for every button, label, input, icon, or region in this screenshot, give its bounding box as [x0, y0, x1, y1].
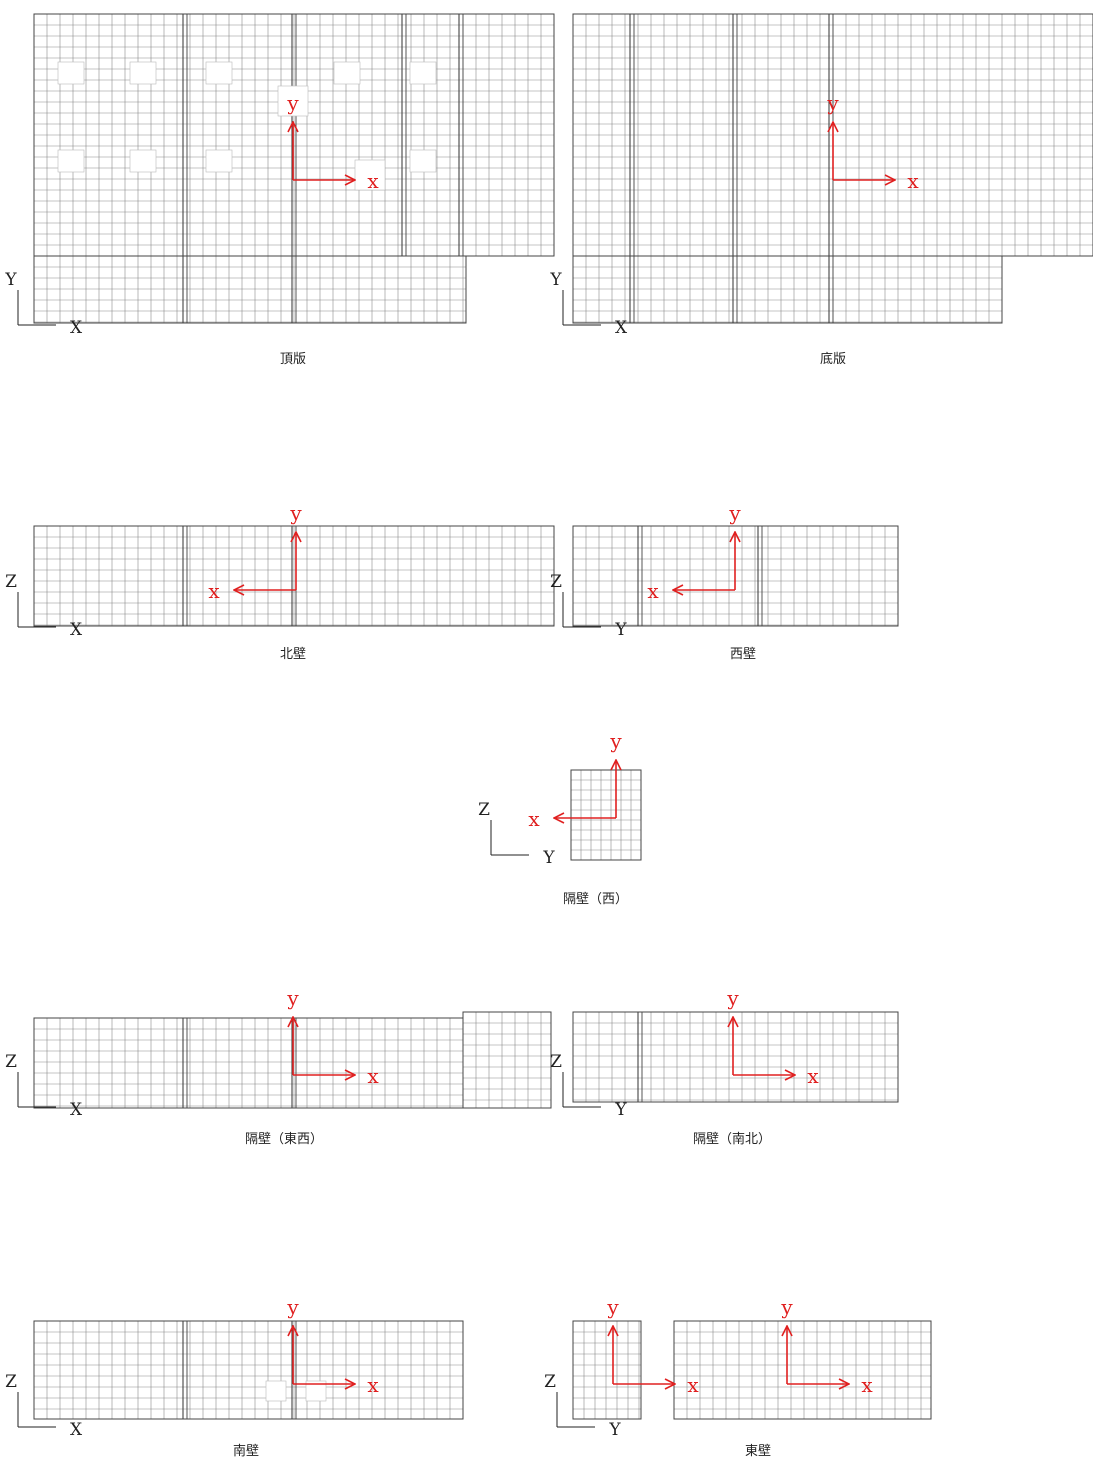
caption-south-wall: 南壁 — [233, 1444, 260, 1459]
global-vertical-axis-label: Z — [478, 800, 490, 820]
local-x-axis-label: x — [528, 807, 540, 831]
caption-bottom-slab: 底版 — [820, 352, 847, 367]
local-x-axis-label: x — [687, 1373, 699, 1397]
local-axes-east-wall-right: yx — [780, 1295, 873, 1397]
caption-top-slab: 頂版 — [280, 352, 307, 367]
local-x-axis-label: x — [208, 579, 220, 603]
global-vertical-axis-label: Z — [5, 1052, 17, 1072]
local-y-axis-label: y — [286, 986, 299, 1010]
global-axes-partition-ew: ZX — [5, 1052, 83, 1120]
global-horizontal-axis-label: Y — [542, 848, 555, 868]
global-vertical-axis-label: Z — [5, 572, 17, 592]
local-y-axis-label: y — [780, 1295, 793, 1319]
local-axes-north-wall: yx — [208, 501, 302, 603]
global-vertical-axis-label: Z — [550, 572, 562, 592]
mesh-partition-west — [570, 769, 642, 861]
mesh-west-wall — [572, 525, 899, 627]
global-axes-south-wall: ZX — [5, 1372, 83, 1440]
local-axes-south-wall: yx — [286, 1295, 379, 1397]
global-axes-bottom-slab: YX — [549, 270, 628, 338]
caption-north-wall: 北壁 — [280, 647, 307, 662]
global-axes-partition-ns: ZY — [550, 1052, 627, 1120]
global-horizontal-axis-label: X — [70, 1100, 83, 1120]
local-y-axis-label: y — [289, 501, 302, 525]
global-axes-east-wall: ZY — [544, 1372, 621, 1440]
global-vertical-axis-label: Z — [5, 1372, 17, 1392]
local-axes-partition-west: yx — [528, 729, 622, 831]
mesh-bottom-slab — [572, 13, 1093, 257]
local-axes-bottom-slab: yx — [826, 91, 919, 193]
local-axes-top-slab: yx — [286, 91, 379, 193]
global-horizontal-axis-label: X — [615, 318, 628, 338]
mesh-top-slab-lower — [33, 255, 467, 324]
global-horizontal-axis-label: Y — [614, 1100, 627, 1120]
global-vertical-axis-label: Z — [550, 1052, 562, 1072]
local-y-axis-label: y — [286, 1295, 299, 1319]
local-y-axis-label: y — [826, 91, 839, 115]
mesh-south-wall — [33, 1320, 464, 1420]
local-x-axis-label: x — [807, 1064, 819, 1088]
local-y-axis-label: y — [728, 501, 741, 525]
mesh-partition-ew-right — [462, 1011, 552, 1109]
global-axes-north-wall: ZX — [5, 572, 83, 640]
global-axes-top-slab: YX — [4, 270, 83, 338]
mesh-partition-ew — [33, 1017, 464, 1109]
local-x-axis-label: x — [367, 169, 379, 193]
local-y-axis-label: y — [606, 1295, 619, 1319]
global-vertical-axis-label: Y — [4, 270, 17, 290]
local-axes-partition-ew: yx — [286, 986, 379, 1088]
caption-partition-ew: 隔壁（東西） — [245, 1132, 324, 1147]
global-axes-west-wall: ZY — [550, 572, 627, 640]
local-y-axis-label: y — [609, 729, 622, 753]
local-y-axis-label: y — [286, 91, 299, 115]
local-x-axis-label: x — [647, 579, 659, 603]
global-horizontal-axis-label: X — [70, 1420, 83, 1440]
local-axes-west-wall: yx — [647, 501, 741, 603]
global-horizontal-axis-label: Y — [614, 620, 627, 640]
mesh-east-wall-right — [673, 1320, 932, 1420]
caption-east-wall: 東壁 — [745, 1444, 772, 1459]
caption-west-wall: 西壁 — [730, 647, 757, 662]
local-x-axis-label: x — [367, 1064, 379, 1088]
caption-partition-ns: 隔壁（南北） — [693, 1132, 772, 1147]
mesh-bottom-slab-lower — [572, 255, 1003, 324]
global-vertical-axis-label: Y — [549, 270, 562, 290]
mesh-partition-ns — [572, 1011, 899, 1103]
global-horizontal-axis-label: X — [70, 318, 83, 338]
caption-partition-west: 隔壁（西） — [563, 892, 629, 907]
mesh-top-slab — [33, 13, 555, 257]
global-horizontal-axis-label: X — [70, 620, 83, 640]
mesh-north-wall — [33, 525, 555, 627]
local-axes-partition-ns: yx — [726, 986, 819, 1088]
global-horizontal-axis-label: Y — [608, 1420, 621, 1440]
local-x-axis-label: x — [861, 1373, 873, 1397]
global-vertical-axis-label: Z — [544, 1372, 556, 1392]
global-axes-partition-west: ZY — [478, 800, 555, 868]
local-axes-east-wall-left: yx — [606, 1295, 699, 1397]
local-x-axis-label: x — [367, 1373, 379, 1397]
local-x-axis-label: x — [907, 169, 919, 193]
mesh-east-wall-left — [572, 1320, 642, 1420]
local-y-axis-label: y — [726, 986, 739, 1010]
